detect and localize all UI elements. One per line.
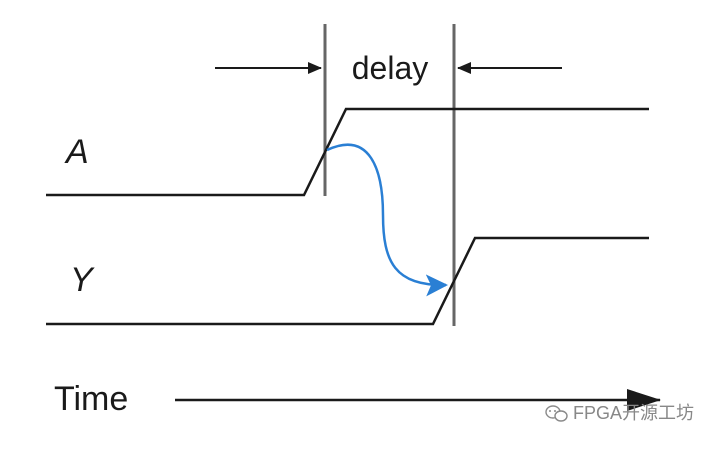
watermark-text: FPGA开源工坊 bbox=[573, 403, 694, 423]
delay-label: delay bbox=[352, 50, 429, 86]
wechat-icon bbox=[545, 405, 568, 422]
signal-a-label: A bbox=[64, 133, 89, 171]
signal-y-label: Y bbox=[70, 261, 95, 299]
signal-a-waveform bbox=[46, 107, 649, 197]
signal-y-waveform bbox=[46, 236, 649, 326]
causality-arrow bbox=[326, 143, 448, 297]
time-label: Time bbox=[54, 380, 128, 418]
